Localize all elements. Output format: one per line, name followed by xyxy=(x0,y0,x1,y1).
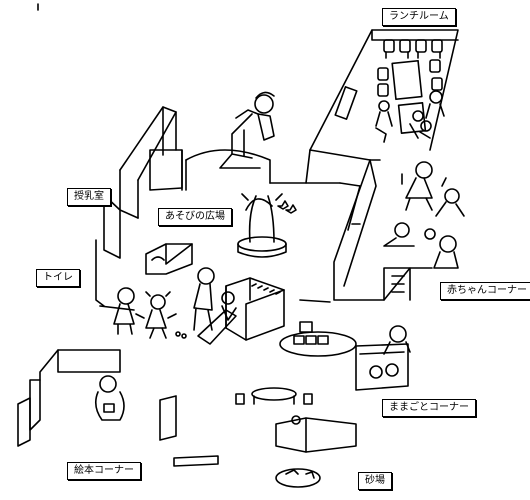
label-sandbox: 砂場 xyxy=(358,472,392,490)
baby-corner-area xyxy=(333,159,465,301)
picture-book-area xyxy=(17,349,219,467)
toy-train-mat xyxy=(279,321,357,357)
label-nursing-room: 授乳室 xyxy=(67,188,111,206)
label-pretend-play-corner: ままごとコーナー xyxy=(382,399,476,417)
floor-lines xyxy=(99,182,361,311)
sandbox-area xyxy=(275,468,321,488)
lunch-room-area xyxy=(309,29,459,151)
label-toilet: トイレ xyxy=(36,269,80,287)
label-lunch-room: ランチルーム xyxy=(382,8,456,26)
plaza-tree xyxy=(237,193,297,258)
nursing-mother xyxy=(219,91,275,169)
play-tunnel xyxy=(145,243,193,275)
label-picture-book-corner: 絵本コーナー xyxy=(67,462,141,480)
children-left xyxy=(113,287,187,339)
slide-structure xyxy=(193,267,285,345)
slide-ramp xyxy=(197,309,237,345)
lunch-chairs-row xyxy=(383,39,443,59)
lunch-table xyxy=(391,59,423,101)
pretend-play-kitchen xyxy=(235,325,411,453)
label-baby-corner: 赤ちゃんコーナー xyxy=(440,282,530,300)
lunch-people xyxy=(375,90,445,143)
walls xyxy=(95,106,371,307)
label-play-plaza: あそびの広場 xyxy=(158,208,232,226)
lunch-table-2 xyxy=(397,102,427,134)
